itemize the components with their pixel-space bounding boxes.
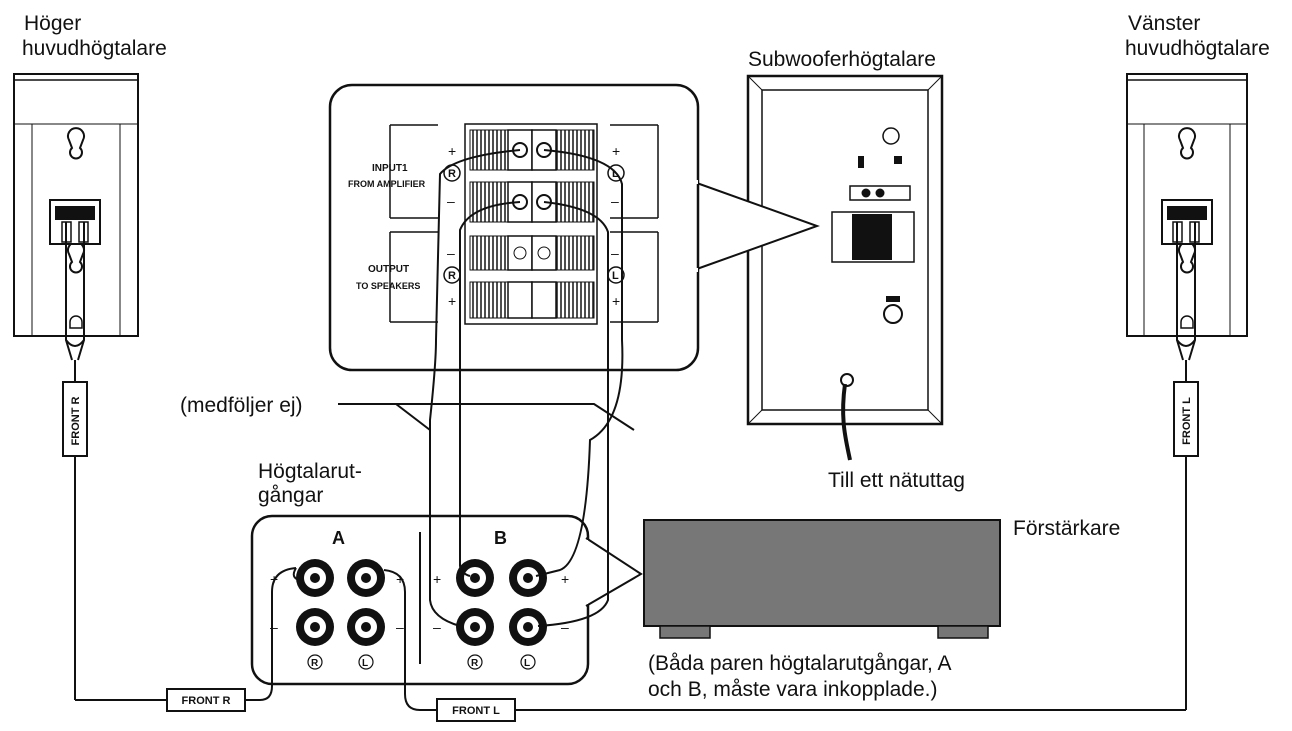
binding-post	[456, 608, 494, 646]
subwoofer-label: Subwooferhögtalare	[748, 48, 936, 71]
plus-mark: +	[612, 143, 620, 159]
note-line-2: och B, måste vara inkopplade.)	[648, 678, 938, 701]
minus-mark: –	[447, 193, 455, 209]
binding-post	[296, 559, 334, 597]
minus-mark: –	[433, 619, 441, 635]
terminal-row	[469, 129, 595, 171]
panel-output-label: OUTPUT	[368, 264, 409, 275]
keyhole-icon	[67, 127, 85, 160]
right-speaker-label: Höger	[24, 12, 81, 35]
minus-mark: –	[447, 245, 455, 261]
panel-output-sublabel: TO SPEAKERS	[356, 281, 420, 291]
cable-tag-front-l-horizontal: FRONT L	[436, 698, 516, 722]
keyhole-icon	[1178, 127, 1196, 160]
group-a-label: A	[332, 528, 345, 548]
right-channel-mark: R	[471, 658, 479, 669]
left-speaker-label-2: huvudhögtalare	[1125, 37, 1270, 60]
speaker-cables	[65, 149, 1196, 711]
panel-right-mark: R	[448, 270, 456, 282]
plus-mark: +	[396, 571, 404, 587]
binding-post	[347, 559, 385, 597]
amp-terminal-panel: A B + – + – + – + – R L R L	[250, 514, 643, 686]
minus-mark: –	[561, 619, 569, 635]
svg-text:FRONT L: FRONT L	[452, 705, 500, 717]
subwoofer	[746, 74, 944, 461]
svg-text:FRONT R: FRONT R	[182, 695, 231, 707]
minus-mark: –	[396, 619, 404, 635]
plus-mark: +	[612, 293, 620, 309]
terminal-row	[469, 281, 595, 319]
subwoofer-terminal-panel: INPUT1 FROM AMPLIFIER OUTPUT TO SPEAKERS…	[328, 83, 700, 372]
plus-mark: +	[448, 293, 456, 309]
power-outlet-label: Till ett nätuttag	[828, 469, 965, 492]
left-channel-mark: L	[524, 658, 530, 669]
left-speaker-label: Vänster	[1128, 12, 1200, 35]
cable-tag-front-r-vertical: FRONT R	[62, 381, 88, 457]
binding-post	[509, 608, 547, 646]
left-channel-mark: L	[362, 658, 368, 669]
right-main-speaker	[13, 73, 139, 337]
keyhole-icon	[67, 241, 85, 274]
not-included-label: (medföljer ej)	[180, 394, 303, 417]
plus-mark: +	[448, 143, 456, 159]
cable-tag-front-l-vertical: FRONT L	[1173, 381, 1199, 457]
svg-text:FRONT L: FRONT L	[1181, 397, 1193, 445]
note-line-1: (Båda paren högtalarutgångar, A	[648, 652, 952, 675]
terminal-row	[469, 235, 595, 271]
panel-left-mark: L	[612, 270, 619, 282]
speaker-outputs-label: Högtalarut-	[258, 460, 362, 483]
terminal-row	[469, 181, 595, 223]
minus-mark: –	[270, 619, 278, 635]
cable-tag-front-r-horizontal: FRONT R	[166, 688, 246, 712]
speaker-outputs-label-2: gångar	[258, 484, 323, 507]
svg-text:FRONT R: FRONT R	[70, 397, 82, 446]
power-button-icon	[883, 304, 903, 324]
minus-mark: –	[611, 245, 619, 261]
panel-input-sublabel: FROM AMPLIFIER	[348, 179, 426, 189]
binding-post	[296, 608, 334, 646]
volume-knob-icon	[882, 127, 900, 145]
zoom-callout-pointer	[693, 181, 820, 271]
left-main-speaker	[1126, 73, 1248, 337]
panel-left-mark: L	[612, 168, 619, 180]
panel-input-label: INPUT1	[372, 163, 408, 174]
amplifier-label: Förstärkare	[1013, 517, 1120, 540]
right-channel-mark: R	[311, 658, 319, 669]
plus-mark: +	[433, 571, 441, 587]
binding-post	[347, 608, 385, 646]
power-cord	[841, 383, 852, 461]
panel-right-mark: R	[448, 168, 456, 180]
binding-post	[509, 559, 547, 597]
plus-mark: +	[561, 571, 569, 587]
minus-mark: –	[611, 193, 619, 209]
group-b-label: B	[494, 528, 507, 548]
binding-post	[456, 559, 494, 597]
keyhole-icon	[1178, 241, 1196, 274]
right-speaker-label-2: huvudhögtalare	[22, 37, 167, 60]
amplifier	[643, 519, 1001, 639]
